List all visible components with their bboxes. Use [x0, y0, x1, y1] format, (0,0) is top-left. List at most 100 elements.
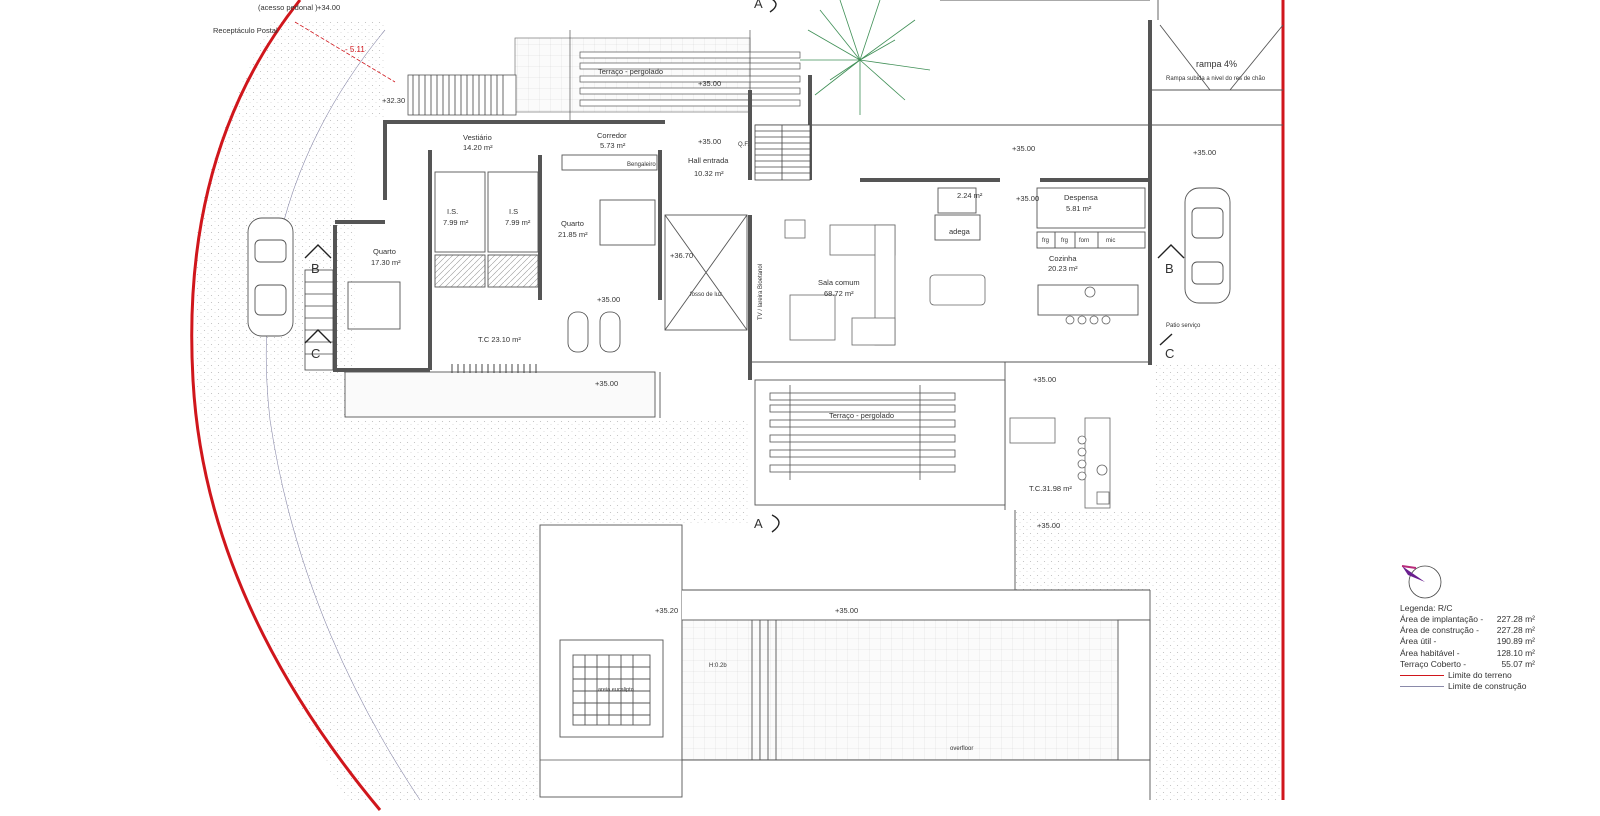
label-qf: Q.F. — [738, 142, 749, 148]
construction-limit — [265, 29, 421, 801]
section-marker-b-right: B — [1165, 261, 1174, 276]
garden-area — [195, 20, 1283, 800]
railing — [451, 364, 537, 373]
living-furniture — [784, 219, 1111, 509]
label-mic: mic — [1106, 238, 1115, 244]
label-h: H:0.2b — [709, 663, 727, 669]
level-label: +35.00 — [1012, 144, 1035, 153]
legend-row: Área habitável - 128.10 m² — [1400, 648, 1535, 659]
label-despensa-area: 5.81 m² — [1066, 204, 1092, 213]
top-terrace — [407, 30, 801, 120]
label-bengaleiro: Bengaleiro — [627, 162, 656, 168]
dim-line — [294, 21, 396, 83]
legend-row: Área de construção - 227.28 m² — [1400, 625, 1535, 636]
legend-gray-line — [1400, 686, 1444, 688]
plot-boundary — [190, 0, 382, 811]
label-corredor: Corredor — [597, 131, 627, 140]
car-right — [1184, 187, 1231, 304]
label-despensa: Despensa — [1064, 193, 1099, 202]
side-stair — [304, 269, 334, 371]
legend-row-value: 128.10 m² — [1496, 647, 1535, 658]
level-label: +35.00 — [1193, 148, 1216, 157]
label-rampa: rampa 4% — [1196, 59, 1237, 69]
label-quarto-a-area: 21.85 m² — [558, 230, 588, 239]
label-acesso-pedonal: (acesso pedonal ) — [258, 3, 318, 12]
label-vestiario-area: 14.20 m² — [463, 143, 493, 152]
level-label: +35.00 — [1033, 375, 1056, 384]
legend-row: Área útil - 190.89 m² — [1400, 636, 1535, 647]
bottom-pergola — [769, 385, 956, 480]
pool — [539, 510, 1152, 800]
label-quarto-b: Quarto — [373, 247, 396, 256]
level-label: +35.00 — [595, 379, 618, 388]
legend-title: Legenda: R/C — [1400, 603, 1453, 613]
level-label: +35.00 — [597, 295, 620, 304]
section-marker-a-mid: A — [754, 516, 763, 531]
label-quarto-b-area: 17.30 m² — [371, 258, 401, 267]
palm-tree-symbol — [800, 0, 931, 115]
section-marker-a-top: A — [754, 0, 763, 11]
label-quarto-a: Quarto — [561, 219, 584, 228]
label-rampa-sub: Rampa subida a nivel do res de chão — [1166, 76, 1266, 82]
label-corredor-area: 5.73 m² — [600, 141, 626, 150]
legend-row-value: 227.28 m² — [1496, 625, 1535, 636]
legend-row: Área de implantação - 227.28 m² — [1400, 614, 1535, 625]
label-sala-area: 68.72 m² — [824, 289, 854, 298]
label-forn: forn — [1079, 238, 1089, 244]
label-cozinha-area: 20.23 m² — [1048, 264, 1078, 273]
label-receptaculo-postal: Receptáculo Postal — [213, 26, 278, 35]
level-label: +32.30 — [382, 96, 405, 105]
label-is2: I.S — [509, 207, 518, 216]
legend-row-value: 190.89 m² — [1496, 636, 1535, 647]
label-is1: I.S. — [447, 207, 458, 216]
label-wc-area: 2.24 m² — [957, 191, 983, 200]
label-fosso: fosso de luz — [690, 292, 722, 298]
level-label: +36.70 — [670, 251, 693, 260]
level-label: +35.00 — [698, 137, 721, 146]
section-marker-arrows — [304, 0, 1185, 533]
legend: Legenda: R/C Área de implantação - 227.2… — [1400, 603, 1535, 692]
legend-row-label: Terraço Coberto - — [1400, 658, 1467, 669]
legend-row-value: 227.28 m² — [1496, 614, 1535, 624]
label-frg: frg — [1061, 238, 1068, 244]
legend-row: Terraço Coberto - 55.07 m² — [1400, 659, 1535, 670]
level-label: +35.00 — [1016, 194, 1039, 203]
legend-row-value: 55.07 m² — [1501, 658, 1535, 669]
legend-row-label: Área de construção - — [1400, 625, 1479, 636]
label-is1-area: 7.99 m² — [443, 218, 469, 227]
legend-limite-terreno-label: Limite do terreno — [1448, 670, 1512, 681]
level-label: +35.00 — [1037, 521, 1060, 530]
plan-labels: (acesso pedonal ) Receptáculo Postal +34… — [213, 0, 1266, 752]
interior-lines — [344, 0, 1284, 510]
north-arrow-icon — [1401, 565, 1442, 599]
legend-red-line — [1400, 675, 1444, 677]
label-overflow: overfloor — [950, 746, 973, 752]
label-patio: Patio serviço — [1166, 323, 1201, 329]
level-label: +34.00 — [317, 3, 340, 12]
legend-row-label: Área útil - — [1400, 636, 1437, 647]
building-walls — [333, 20, 1152, 380]
section-marker-c-right: C — [1165, 346, 1174, 361]
car-left — [247, 217, 294, 337]
label-hall-area: 10.32 m² — [694, 169, 724, 178]
section-marker-b-left: B — [311, 261, 320, 276]
label-is2-area: 7.99 m² — [505, 218, 531, 227]
legend-limite-construcao-label: Limite de construção — [1448, 681, 1527, 692]
label-terraco-pergolado-bottom: Terraço - pergolado — [829, 411, 894, 420]
label-frg: frg — [1042, 238, 1049, 244]
label-tc2: T.C.31.98 m² — [1029, 484, 1072, 493]
dimension-label: - 5.11 — [345, 45, 365, 54]
label-cozinha: Cozinha — [1049, 254, 1077, 263]
label-hall: Hall entrada — [688, 156, 729, 165]
legend-limite-terreno: Limite do terreno — [1400, 670, 1535, 681]
label-terraco-pergolado-top: Terraço - pergolado — [598, 67, 663, 76]
label-tv: TV / lareira Bioetanol — [758, 264, 764, 320]
legend-limite-construcao: Limite de construção — [1400, 681, 1535, 692]
level-label: +35.00 — [835, 606, 858, 615]
label-tc1: T.C 23.10 m² — [478, 335, 521, 344]
level-label: +35.20 — [655, 606, 678, 615]
level-label: +35.00 — [698, 79, 721, 88]
section-marker-c-left: C — [311, 346, 320, 361]
label-adega: adega — [949, 227, 971, 236]
label-sala: Sala comum — [818, 278, 860, 287]
